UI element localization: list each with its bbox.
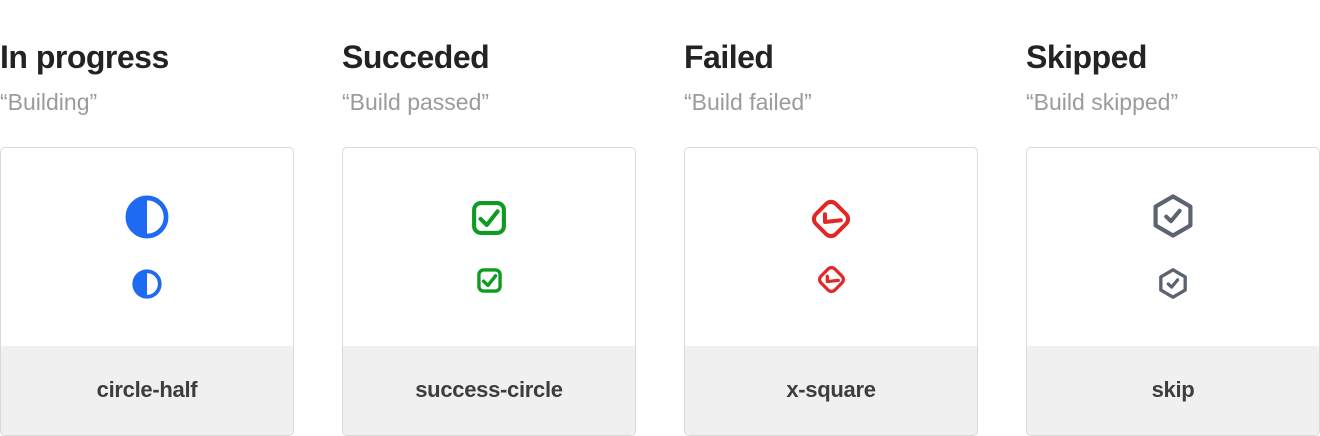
icon-card-footer: success-circle bbox=[343, 345, 635, 435]
column-header: In progress “Building” bbox=[0, 0, 294, 117]
icon-card-body bbox=[343, 148, 635, 346]
icon-card-footer: x-square bbox=[685, 345, 977, 435]
column-title: Failed bbox=[684, 39, 774, 75]
icon-card-footer: circle-half bbox=[1, 345, 293, 435]
column-subtitle: “Build passed” bbox=[342, 89, 490, 116]
icon-card-body bbox=[685, 148, 977, 346]
icon-card-footer: skip bbox=[1027, 345, 1319, 435]
icon-name-label: success-circle bbox=[415, 377, 563, 403]
icon-name-label: circle-half bbox=[96, 377, 198, 403]
column-header: Failed “Build failed” bbox=[684, 0, 978, 117]
icon-card-body bbox=[1027, 148, 1319, 346]
column-skipped: Skipped “Build skipped” skip bbox=[1026, 0, 1320, 436]
column-header: Succeded “Build passed” bbox=[342, 0, 636, 117]
icon-card: x-square bbox=[684, 146, 978, 436]
column-subtitle: “Build skipped” bbox=[1026, 89, 1179, 116]
column-title: Succeded bbox=[342, 39, 490, 75]
column-failed: Failed “Build failed” x-square bbox=[684, 0, 978, 436]
icon-card: success-circle bbox=[342, 146, 636, 436]
hexagon-check-icon bbox=[1159, 268, 1187, 300]
column-in-progress: In progress “Building” circle-half bbox=[0, 0, 294, 436]
check-square-icon bbox=[472, 201, 506, 236]
icon-card-body bbox=[1, 148, 293, 346]
hexagon-check-icon bbox=[1153, 194, 1193, 238]
column-title: Skipped bbox=[1026, 39, 1147, 75]
diamond-check-icon bbox=[811, 200, 851, 239]
column-succeded: Succeded “Build passed” success-circle bbox=[342, 0, 636, 436]
circle-half-icon bbox=[132, 269, 162, 299]
icon-name-label: skip bbox=[1151, 377, 1195, 403]
icon-card: skip bbox=[1026, 146, 1320, 436]
column-title: In progress bbox=[0, 39, 169, 75]
diamond-check-icon bbox=[817, 266, 845, 294]
icon-name-label: x-square bbox=[786, 377, 876, 403]
column-subtitle: “Build failed” bbox=[684, 89, 812, 116]
column-header: Skipped “Build skipped” bbox=[1026, 0, 1320, 117]
circle-half-icon bbox=[125, 195, 169, 239]
column-subtitle: “Building” bbox=[0, 89, 98, 116]
check-square-icon bbox=[476, 268, 502, 294]
icon-card: circle-half bbox=[0, 146, 294, 436]
